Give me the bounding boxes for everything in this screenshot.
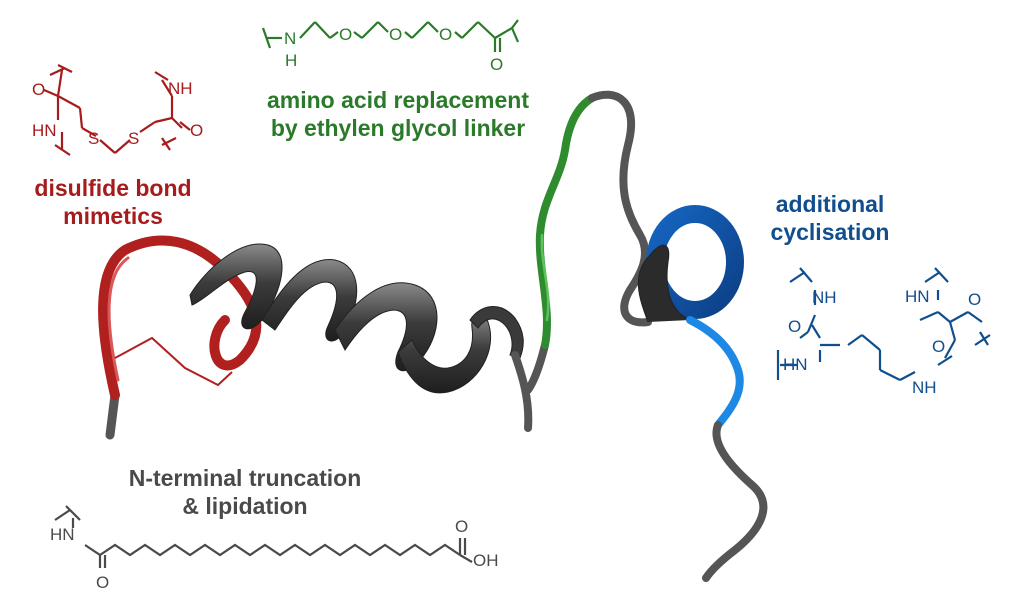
atom-hn: HN bbox=[783, 355, 808, 374]
label-lipidation: N-terminal truncation & lipidation bbox=[129, 465, 362, 519]
atom-s: S bbox=[128, 129, 139, 148]
peg-linker-structure bbox=[261, 19, 520, 52]
atom-o: O bbox=[968, 290, 981, 309]
cyclisation-label-line2: cyclisation bbox=[771, 219, 890, 245]
linker-label-line1: amino acid replacement bbox=[267, 87, 529, 113]
atom-o: O bbox=[439, 25, 452, 44]
atom-nh: NH bbox=[912, 378, 937, 397]
disulfide-mimetic-atoms: O HN S S NH O bbox=[32, 79, 203, 148]
atom-o: O bbox=[932, 337, 945, 356]
peptide-ribbon bbox=[98, 90, 768, 582]
linker-segment-highlight bbox=[540, 233, 550, 322]
atom-nh: NH bbox=[168, 79, 193, 98]
helix-turn-2 bbox=[261, 259, 358, 342]
coil-after-helix bbox=[511, 341, 549, 432]
linker-segment bbox=[535, 94, 596, 349]
atom-o: O bbox=[389, 25, 402, 44]
cyclisation-tail bbox=[686, 316, 744, 429]
disulfide-bridge bbox=[114, 336, 233, 387]
lipidation-label-line2: & lipidation bbox=[182, 493, 307, 519]
atom-o: O bbox=[96, 573, 109, 592]
label-linker: amino acid replacement by ethylen glycol… bbox=[267, 87, 529, 141]
atom-o: O bbox=[455, 517, 468, 536]
label-disulfide: disulfide bond mimetics bbox=[34, 175, 191, 229]
lipidation-label-line1: N-terminal truncation bbox=[129, 465, 362, 491]
linker-label-line2: by ethylen glycol linker bbox=[271, 115, 525, 141]
peg-linker-atoms: N H O O O O bbox=[284, 25, 503, 74]
helix-turn-5 bbox=[469, 306, 524, 359]
helix-turn-1 bbox=[189, 243, 283, 330]
atom-o: O bbox=[339, 25, 352, 44]
atom-o: O bbox=[190, 121, 203, 140]
disulfide-label-line2: mimetics bbox=[63, 203, 163, 229]
atom-oh: OH bbox=[473, 551, 499, 570]
disulfide-label-line1: disulfide bond bbox=[34, 175, 191, 201]
atom-o: O bbox=[490, 55, 503, 74]
atom-s: S bbox=[88, 129, 99, 148]
atom-nh: NH bbox=[812, 288, 837, 307]
atom-o: O bbox=[788, 317, 801, 336]
cyclisation-structure bbox=[776, 267, 991, 381]
label-cyclisation: additional cyclisation bbox=[771, 191, 890, 245]
c-terminal-tail bbox=[702, 421, 768, 582]
atom-hn: HN bbox=[32, 121, 57, 140]
atom-n: N bbox=[284, 29, 296, 48]
disulfide-loop-highlight bbox=[107, 256, 130, 382]
atom-h: H bbox=[285, 51, 297, 70]
n-terminal-stub bbox=[105, 390, 120, 440]
atom-o: O bbox=[32, 80, 45, 99]
coil-after-linker bbox=[588, 90, 652, 327]
lipid-chain bbox=[99, 543, 461, 557]
cyclisation-atoms: NH O HN HN O O NH bbox=[783, 287, 981, 397]
disulfide-mimetic-structure bbox=[43, 64, 191, 156]
atom-hn: HN bbox=[50, 525, 75, 544]
lipidation-structure bbox=[54, 505, 473, 568]
lipidation-atoms: HN O O OH bbox=[50, 517, 499, 592]
cyclisation-label-line1: additional bbox=[776, 191, 885, 217]
atom-hn: HN bbox=[905, 287, 930, 306]
cyclisation-ring-dark bbox=[637, 244, 691, 323]
